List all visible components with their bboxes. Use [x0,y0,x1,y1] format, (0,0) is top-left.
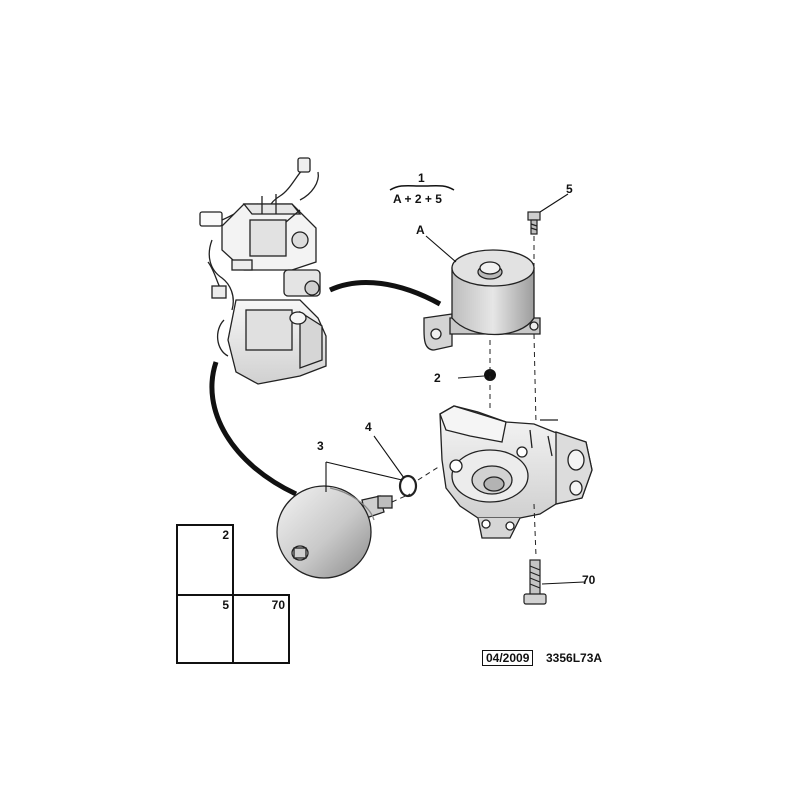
assembly-bracket [389,184,455,191]
inset-box-bolt-5-label: 5 [222,598,229,612]
callout-3: 3 [317,439,324,453]
inset-box-seal-label: 2 [222,528,229,542]
date-stamp: 04/2009 [482,650,534,666]
hydraulic-block-assembly [199,157,327,385]
accumulator-sphere [276,485,393,579]
seal-dot [484,369,496,381]
inset-box-bolt-5: 5 [176,594,234,664]
assembly-number-label: 1 [418,171,425,185]
bolt-70 [523,559,547,605]
alignment-lines [391,236,537,557]
pump-motor [423,249,541,351]
o-ring [398,474,418,498]
assembly-formula-label: A + 2 + 5 [393,192,442,206]
callout-2: 2 [434,371,441,385]
location-curve-lower [209,361,298,497]
inset-box-bolt-70-label: 70 [271,598,285,612]
inset-box-seal: 2 [176,524,234,596]
callout-5: 5 [566,182,573,196]
bolt-5 [527,211,541,235]
leader-lines [325,193,585,585]
callout-70: 70 [582,573,596,587]
location-curve-upper [328,279,442,307]
pump-housing [439,405,593,539]
callout-4: 4 [365,420,372,434]
inset-box-bolt-70: 70 [232,594,290,664]
reference-code: 3356L73A [546,651,603,665]
callout-a: A [416,223,425,237]
